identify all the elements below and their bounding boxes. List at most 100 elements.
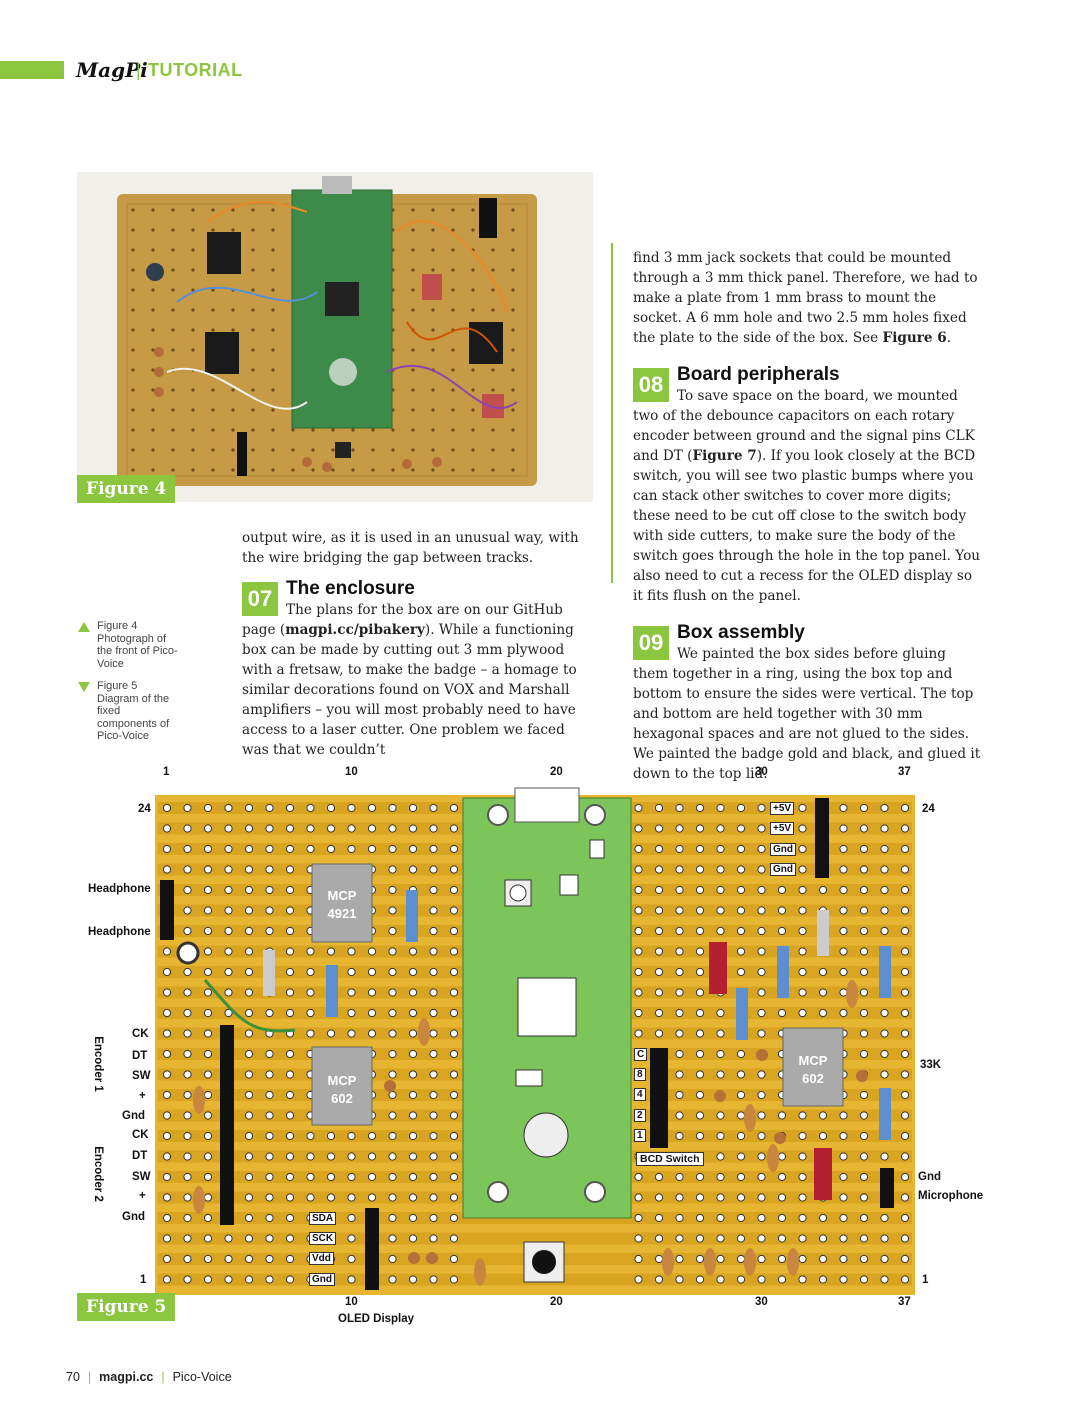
- board-hole: [675, 906, 684, 915]
- board-hole: [367, 824, 377, 833]
- board-hole: [224, 885, 233, 895]
- board-hole: [634, 1275, 643, 1284]
- board-hole: [347, 1172, 356, 1182]
- photo-hole: [431, 328, 435, 332]
- board-hole: [183, 1070, 192, 1079]
- board-hole: [326, 844, 336, 854]
- photo-hole: [151, 388, 155, 392]
- col-label: 30: [755, 1296, 768, 1308]
- board-hole: [388, 906, 397, 915]
- board-hole: [244, 1090, 254, 1100]
- right-intro: find 3 mm jack sockets that could be mou…: [633, 250, 978, 346]
- board-hole: [162, 1049, 172, 1059]
- board-hole: [900, 865, 910, 874]
- right-label-microphone: Microphone: [918, 1190, 984, 1202]
- board-hole: [736, 1172, 746, 1182]
- board-hole: [777, 1111, 787, 1120]
- board-hole: [265, 1152, 274, 1161]
- section-title: TUTORIAL: [148, 60, 243, 80]
- board-hole: [675, 1090, 684, 1100]
- photo-hole: [191, 448, 195, 452]
- board-hole: [695, 1049, 705, 1059]
- board-hole: [695, 1275, 705, 1284]
- svg-text:4921: 4921: [328, 906, 357, 921]
- board-hole: [449, 885, 459, 895]
- step-number: 08: [633, 368, 669, 402]
- photo-hole: [411, 468, 415, 472]
- board-hole: [429, 1172, 438, 1182]
- board-hole: [449, 1131, 459, 1141]
- photo-hole: [371, 448, 375, 452]
- board-hole: [736, 865, 746, 874]
- board-hole: [777, 885, 787, 895]
- board-hole: [757, 906, 766, 915]
- board-hole: [306, 844, 315, 854]
- board-hole: [203, 1090, 213, 1100]
- board-hole: [900, 1254, 910, 1264]
- board-hole: [880, 926, 889, 936]
- board-hole: [900, 1213, 910, 1223]
- board-hole: [757, 1254, 766, 1264]
- photo-hole: [351, 468, 355, 472]
- board-hole: [347, 1234, 356, 1243]
- board-hole: [839, 824, 848, 833]
- board-hole: [654, 1234, 664, 1243]
- photo-hole: [191, 268, 195, 272]
- photo-hole: [291, 428, 295, 432]
- board-hole: [183, 1275, 192, 1284]
- photo-hole: [131, 308, 135, 312]
- board-hole: [449, 1070, 459, 1079]
- board-hole: [244, 1213, 254, 1223]
- power-label: Gnd: [770, 843, 796, 856]
- svg-text:602: 602: [802, 1071, 824, 1086]
- photo-hole: [251, 468, 255, 472]
- photo-hole: [371, 428, 375, 432]
- board-hole: [429, 1131, 438, 1141]
- photo-hole: [191, 348, 195, 352]
- photo-hole: [251, 248, 255, 252]
- board-hole: [408, 1193, 418, 1202]
- photo-hole: [451, 308, 455, 312]
- footer-article: Pico-Voice: [172, 1370, 232, 1384]
- photo-hole: [231, 388, 235, 392]
- photo-hole: [471, 388, 475, 392]
- board-hole: [162, 844, 172, 854]
- board-hole: [408, 824, 418, 833]
- board-hole: [880, 844, 889, 854]
- photo-hole: [451, 208, 455, 212]
- board-hole: [285, 988, 295, 997]
- photo-hole: [411, 368, 415, 372]
- left-label: SW: [132, 1070, 151, 1082]
- board-hole: [859, 1090, 869, 1100]
- board-hole: [244, 926, 254, 936]
- board-hole: [695, 1193, 705, 1202]
- board-hole: [244, 803, 254, 813]
- board-hole: [265, 885, 274, 895]
- board-hole: [716, 1275, 725, 1284]
- board-hole: [347, 844, 356, 854]
- board-hole: [449, 926, 459, 936]
- photo-hole: [451, 408, 455, 412]
- board-hole: [367, 988, 377, 997]
- board-hole: [449, 844, 459, 854]
- photo-hole: [191, 428, 195, 432]
- board-hole: [859, 988, 869, 997]
- board-hole: [244, 1029, 254, 1038]
- photo-hole: [391, 448, 395, 452]
- board-hole: [880, 1049, 889, 1059]
- board-hole: [757, 885, 766, 895]
- board-hole: [757, 1193, 766, 1202]
- board-hole: [224, 824, 233, 833]
- photo-hole: [131, 208, 135, 212]
- board-hole: [839, 885, 848, 895]
- photo-hole: [171, 348, 175, 352]
- page-number: 70: [66, 1370, 80, 1384]
- board-hole: [367, 947, 377, 956]
- board-hole: [429, 1213, 438, 1223]
- board-hole: [162, 865, 172, 874]
- photo-hole: [511, 368, 515, 372]
- board-hole: [285, 926, 295, 936]
- board-hole: [859, 1193, 869, 1202]
- board-hole: [408, 1152, 418, 1161]
- bcd-caption: BCD Switch: [636, 1152, 704, 1166]
